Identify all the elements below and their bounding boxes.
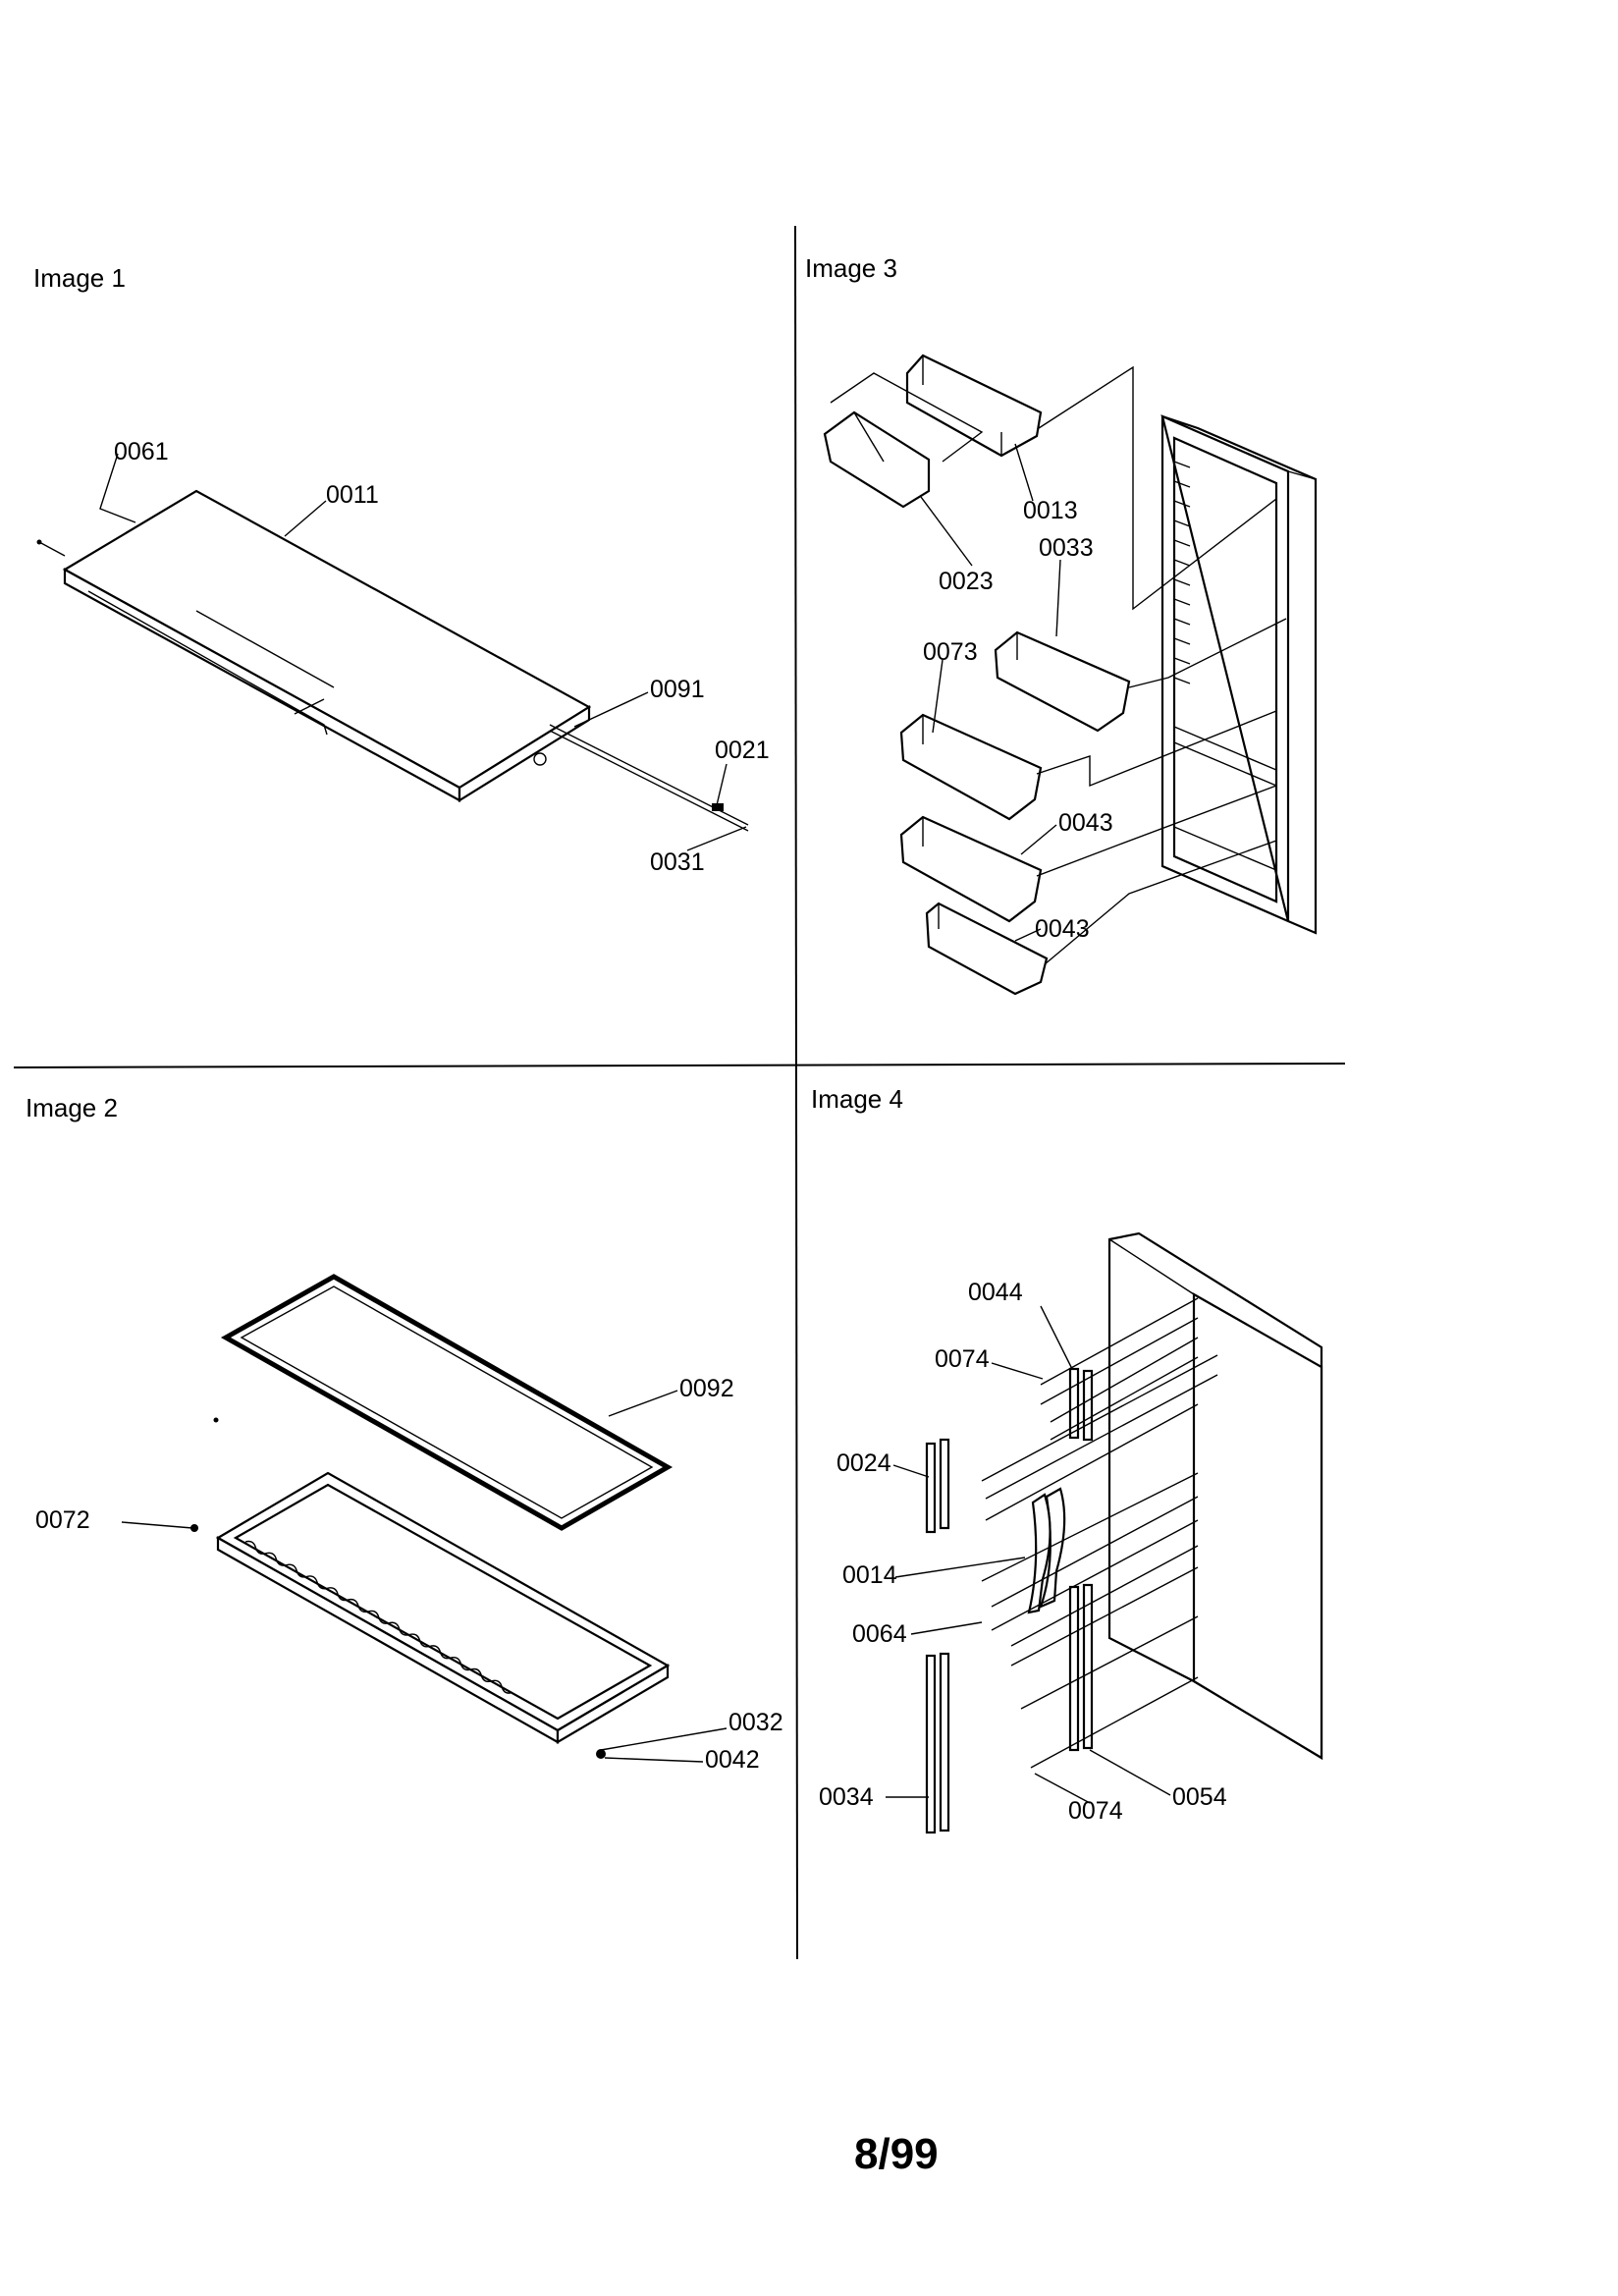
page-number: 8/99	[854, 2130, 939, 2178]
callout-0021: 0021	[715, 737, 770, 764]
callout-0032: 0032	[728, 1709, 783, 1736]
image3-title: Image 3	[805, 253, 897, 283]
vertical-divider	[794, 225, 798, 1960]
door-liner-drawing	[1160, 414, 1318, 935]
image4-panel: Image 4	[811, 1084, 1323, 1834]
door-panel-drawing	[1107, 1231, 1323, 1760]
callout-0074-lower: 0074	[1068, 1797, 1123, 1825]
callout-0074-upper: 0074	[935, 1345, 990, 1373]
callout-0033: 0033	[1039, 534, 1094, 562]
callout-0023: 0023	[939, 568, 994, 595]
handle-drawing	[925, 1367, 1094, 1834]
image3-panel: Image 3	[805, 253, 1318, 996]
callout-0044: 0044	[968, 1279, 1023, 1306]
shelf-panel-drawing	[36, 489, 749, 832]
callout-0013: 0013	[1023, 497, 1078, 524]
callout-0073: 0073	[923, 638, 978, 666]
callout-0042: 0042	[705, 1746, 760, 1774]
image1-title: Image 1	[33, 263, 126, 293]
callout-0054: 0054	[1172, 1783, 1227, 1811]
shelf-glass-drawing	[190, 1274, 674, 1759]
image2-title: Image 2	[26, 1093, 118, 1122]
callout-0043-upper: 0043	[1058, 809, 1113, 837]
callout-0011: 0011	[326, 481, 379, 509]
callout-0091: 0091	[650, 676, 705, 703]
callout-0034: 0034	[819, 1783, 874, 1811]
callout-0064: 0064	[852, 1620, 907, 1648]
callout-0092: 0092	[679, 1375, 734, 1402]
image1-panel: Image 1 0061 0011 0	[33, 263, 770, 876]
bins-drawing	[823, 354, 1131, 996]
callout-0061: 0061	[114, 438, 169, 465]
fastener-lines	[981, 1297, 1218, 1769]
callout-0072: 0072	[35, 1506, 90, 1534]
callout-0043-lower: 0043	[1035, 915, 1090, 943]
callout-0024: 0024	[836, 1449, 891, 1477]
callout-0031: 0031	[650, 848, 705, 876]
callout-0014: 0014	[842, 1561, 897, 1589]
image2-panel: Image 2 0092 0072 0032 0042	[26, 1093, 783, 1774]
horizontal-divider	[13, 1063, 1346, 1068]
image4-title: Image 4	[811, 1084, 903, 1114]
